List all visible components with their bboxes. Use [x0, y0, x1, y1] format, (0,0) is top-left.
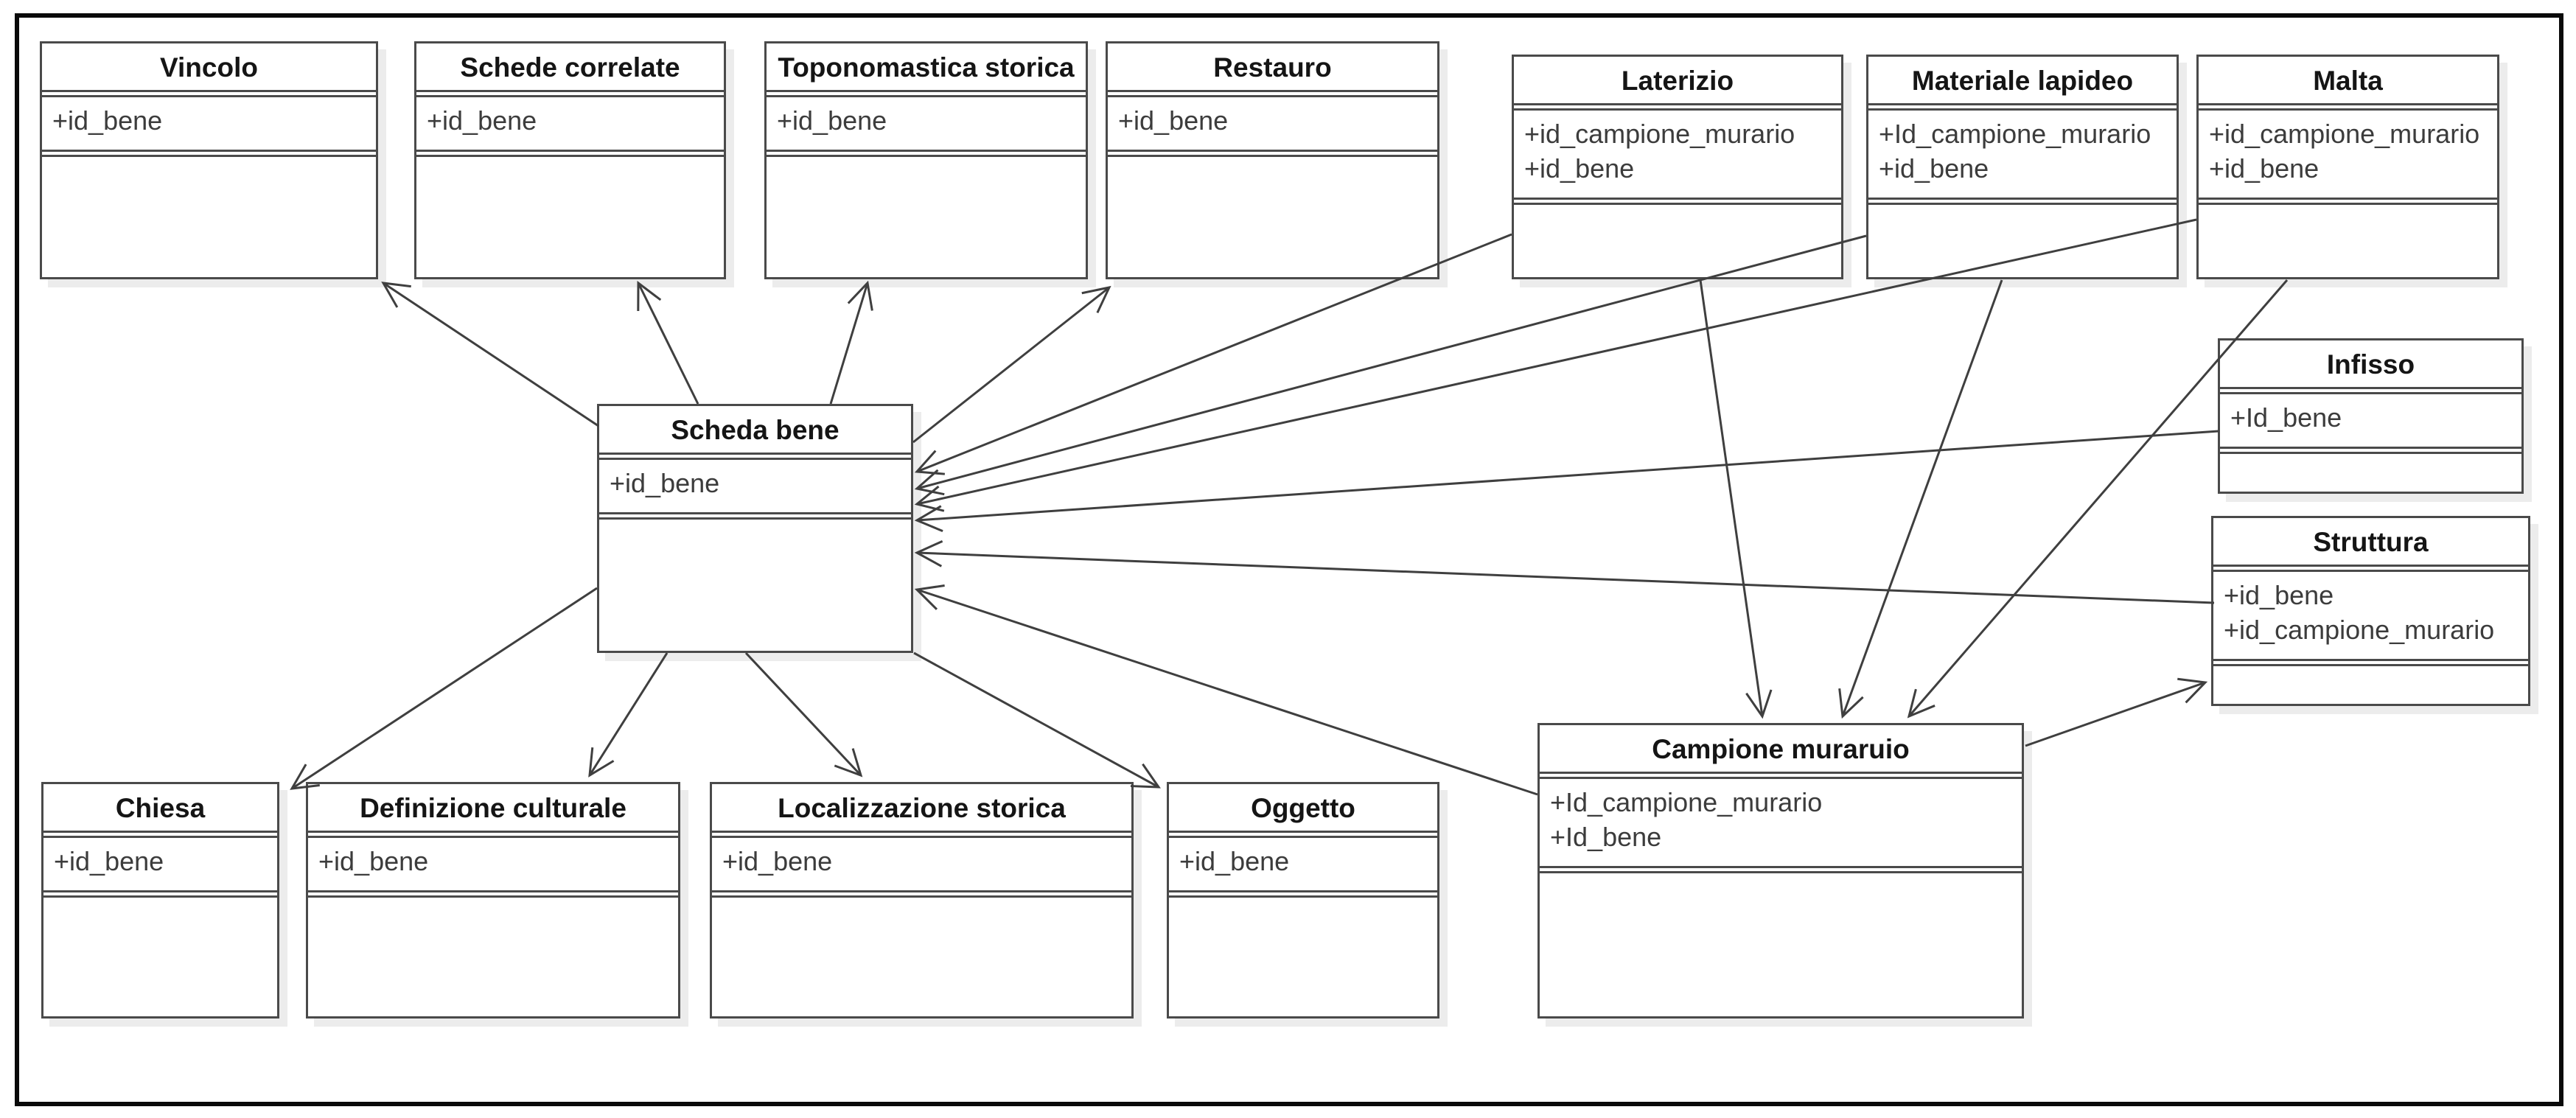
- node-body: [2213, 663, 2528, 704]
- node-attribute: +id_bene: [318, 846, 429, 876]
- node-attributes: +id_bene: [42, 95, 376, 152]
- node-localizzazione_storica: Localizzazione storica +id_bene: [710, 782, 1134, 1019]
- node-scheda_bene: Scheda bene +id_bene: [597, 404, 913, 653]
- node-malta: Malta +id_campione_murario +id_bene: [2196, 55, 2499, 279]
- node-vincolo: Vincolo +id_bene: [40, 41, 378, 279]
- node-title: Infisso: [2220, 340, 2521, 389]
- node-title: Oggetto: [1169, 784, 1437, 833]
- node-attribute: +id_bene: [722, 846, 833, 876]
- node-title: Laterizio: [1514, 57, 1841, 105]
- node-body: [1514, 202, 1841, 277]
- node-attributes: +id_bene: [43, 836, 277, 892]
- node-title: Struttura: [2213, 518, 2528, 567]
- node-attribute: +id_bene: [1524, 153, 1635, 184]
- node-attributes: +id_bene: [712, 836, 1131, 892]
- node-attribute: +id_bene: [1179, 846, 1290, 876]
- node-attribute: +Id_campione_murario: [1879, 119, 2151, 149]
- node-attribute: +id_bene: [1879, 153, 1989, 184]
- node-attribute: +id_bene: [610, 468, 720, 498]
- node-body: [1169, 895, 1437, 1016]
- node-body: [712, 895, 1131, 1016]
- node-title: Scheda bene: [599, 406, 911, 455]
- node-body: [1108, 154, 1437, 277]
- node-restauro: Restauro +id_bene: [1106, 41, 1439, 279]
- node-body: [599, 517, 911, 651]
- node-attribute: +id_bene: [427, 105, 537, 136]
- node-attributes: +Id_campione_murario +Id_bene: [1540, 777, 2022, 868]
- node-body: [767, 154, 1086, 277]
- node-body: [1868, 202, 2177, 277]
- node-definizione_culturale: Definizione culturale +id_bene: [306, 782, 680, 1019]
- node-attributes: +id_campione_murario +id_bene: [1514, 108, 1841, 200]
- node-title: Schede correlate: [416, 43, 724, 92]
- node-body: [42, 154, 376, 277]
- node-attribute: +id_campione_murario: [1524, 119, 1795, 149]
- node-oggetto: Oggetto +id_bene: [1167, 782, 1439, 1019]
- node-title: Toponomastica storica: [767, 43, 1086, 92]
- node-attributes: +id_bene: [1108, 95, 1437, 152]
- node-title: Vincolo: [42, 43, 376, 92]
- node-body: [308, 895, 678, 1016]
- node-materiale_lapideo: Materiale lapideo +Id_campione_murario +id…: [1866, 55, 2179, 279]
- node-attributes: +id_bene: [416, 95, 724, 152]
- node-attributes: +id_bene: [599, 458, 911, 514]
- node-attributes: +Id_bene: [2220, 392, 2521, 449]
- node-body: [1540, 870, 2022, 1016]
- node-struttura: Struttura +id_bene +id_campione_murario: [2211, 516, 2530, 706]
- node-attributes: +Id_campione_murario +id_bene: [1868, 108, 2177, 200]
- node-attribute: +id_campione_murario: [2209, 119, 2480, 149]
- node-body: [2199, 202, 2497, 277]
- node-body: [43, 895, 277, 1016]
- node-attributes: +id_campione_murario +id_bene: [2199, 108, 2497, 200]
- node-title: Restauro: [1108, 43, 1437, 92]
- node-attributes: +id_bene +id_campione_murario: [2213, 570, 2528, 661]
- node-title: Malta: [2199, 57, 2497, 105]
- node-infisso: Infisso +Id_bene: [2218, 338, 2524, 494]
- node-title: Localizzazione storica: [712, 784, 1131, 833]
- node-title: Materiale lapideo: [1868, 57, 2177, 105]
- node-attribute: +id_bene: [52, 105, 163, 136]
- node-chiesa: Chiesa +id_bene: [41, 782, 279, 1019]
- node-body: [2220, 451, 2521, 492]
- node-campione_murario: Campione muraruio+Id_campione_murario+Id…: [1537, 723, 2024, 1019]
- node-attribute: +id_bene: [777, 105, 887, 136]
- node-toponomastica_storica: Toponomastica storica +id_bene: [764, 41, 1088, 279]
- node-title: Definizione culturale: [308, 784, 678, 833]
- node-attribute: +Id_bene: [2230, 402, 2342, 433]
- node-attribute: +id_bene: [54, 846, 164, 876]
- node-title: Campione muraruio: [1540, 725, 2022, 774]
- node-schede_correlate: Schede correlate +id_bene: [414, 41, 726, 279]
- node-attribute: +id_bene: [2209, 153, 2320, 184]
- node-laterizio: Laterizio +id_campione_murario +id_bene: [1512, 55, 1843, 279]
- node-attribute: +id_bene: [2224, 580, 2334, 610]
- node-attribute: +id_campione_murario: [2224, 614, 2495, 645]
- node-attributes: +id_bene: [308, 836, 678, 892]
- node-attribute: +Id_campione_murario: [1550, 787, 1823, 817]
- node-body: [416, 154, 724, 277]
- node-attribute: +id_bene: [1118, 105, 1229, 136]
- node-attributes: +id_bene: [1169, 836, 1437, 892]
- node-attribute: +Id_bene: [1550, 821, 1662, 852]
- node-attributes: +id_bene: [767, 95, 1086, 152]
- node-title: Chiesa: [43, 784, 277, 833]
